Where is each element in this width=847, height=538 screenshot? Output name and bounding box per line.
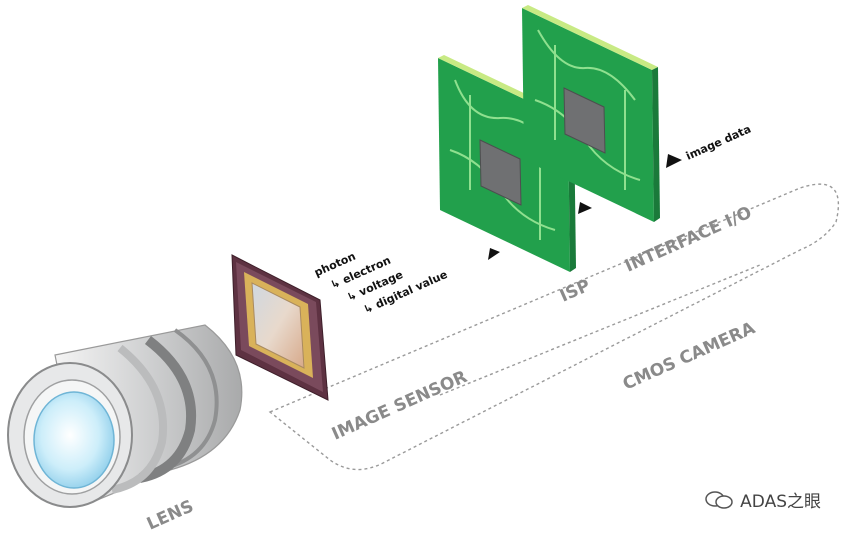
label-lens: LENS [144, 496, 197, 534]
image-sensor [231, 254, 329, 401]
isp-board [438, 55, 576, 272]
lens [7, 324, 243, 508]
arrow-sensor-to-isp [488, 248, 500, 260]
interface-board [522, 5, 660, 222]
image-data-label: image data [684, 122, 753, 162]
wechat-icon [705, 490, 733, 509]
arrow-image-data [666, 154, 682, 168]
label-isp: ISP [557, 276, 593, 307]
watermark: ADAS之眼 [704, 487, 821, 512]
interface-outline [268, 183, 840, 471]
watermark-text: ADAS之眼 [740, 492, 821, 512]
label-cmos-camera: CMOS CAMERA [620, 318, 759, 395]
arrow-isp-to-interface [578, 202, 592, 214]
camera-outline-inner [439, 264, 761, 396]
